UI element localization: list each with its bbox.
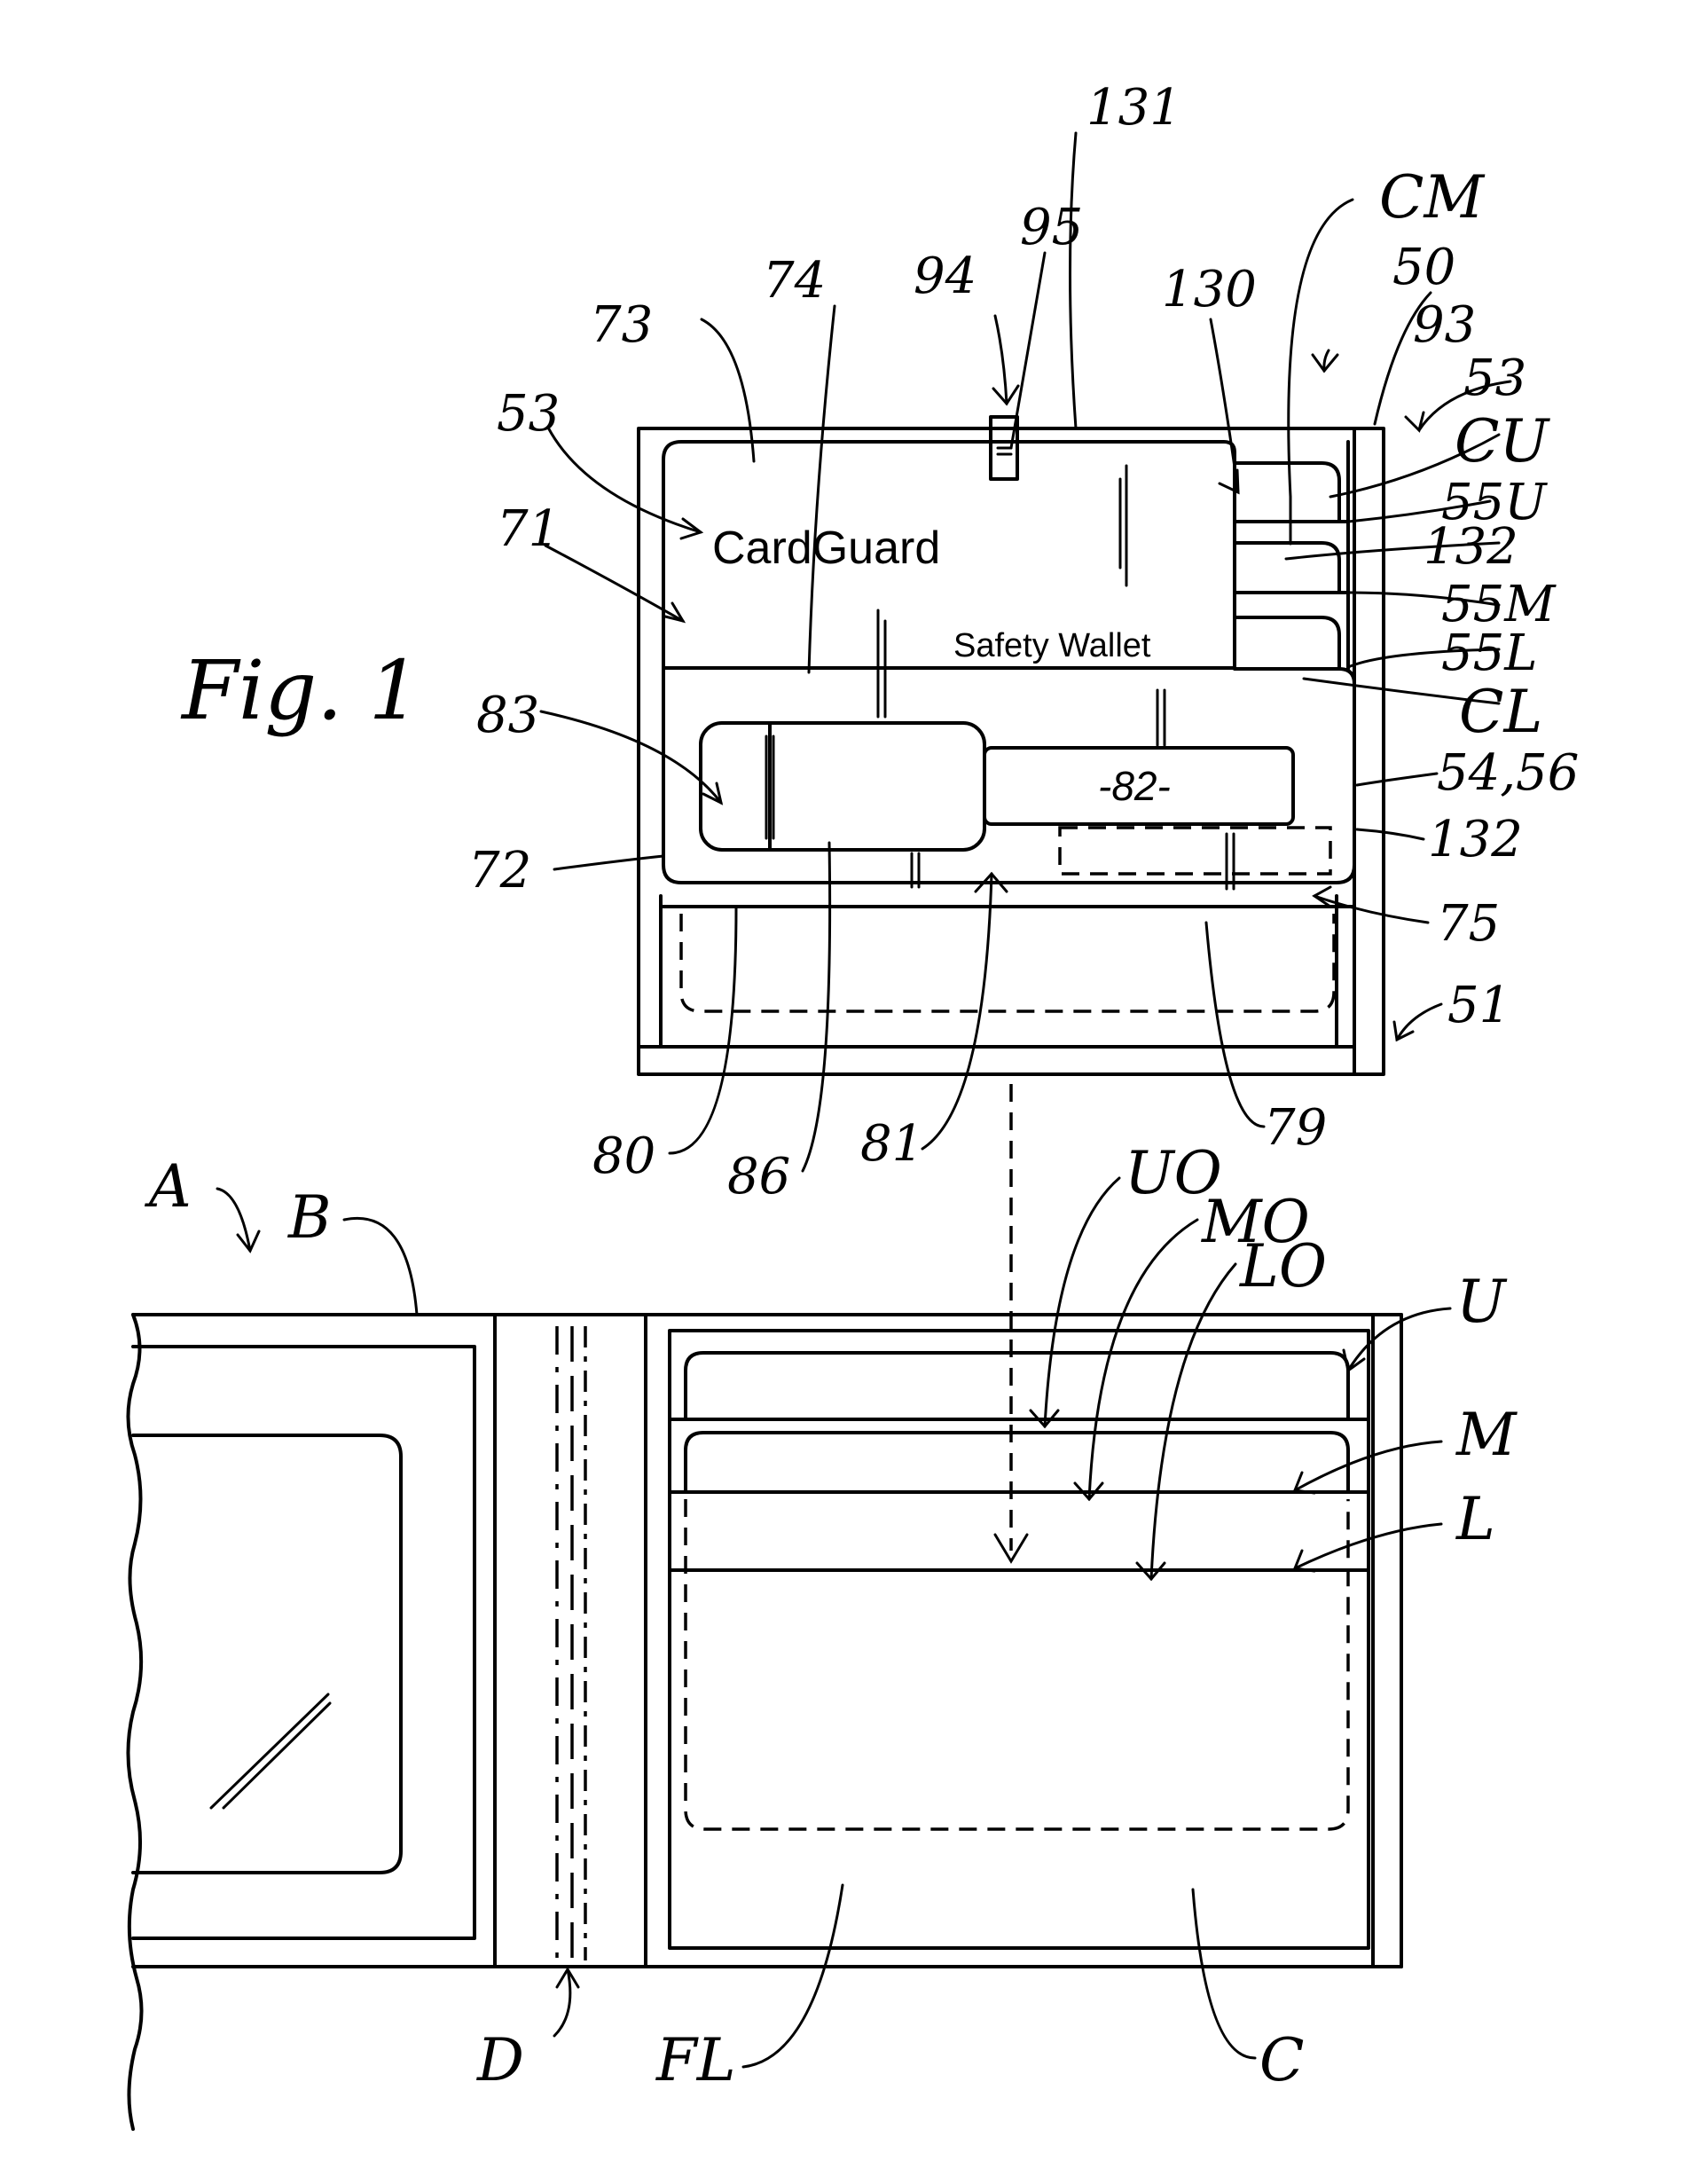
- ref-U: U: [1456, 1268, 1508, 1336]
- card-holder-assembly: -82- CardGuard Safety Wallet: [639, 417, 1384, 1074]
- dashed-chip-box: [1060, 828, 1330, 874]
- figure-title: Fig. 1: [180, 643, 420, 738]
- ref-D: D: [476, 2026, 524, 2094]
- ref-50: 50: [1392, 239, 1455, 296]
- ref-72: 72: [468, 842, 531, 900]
- ref-A: A: [144, 1152, 192, 1221]
- pocket-U: [686, 1353, 1348, 1419]
- ref-131: 131: [1086, 79, 1181, 137]
- pocket-upper-edge: [1235, 463, 1339, 522]
- brand-tagline: Safety Wallet: [953, 627, 1151, 664]
- id-window: [133, 1435, 401, 1873]
- ref-CU: CU: [1455, 407, 1550, 475]
- dashed-card-lower: [681, 914, 1334, 1011]
- ref-C: C: [1259, 2026, 1305, 2094]
- window-83: [701, 723, 984, 850]
- inserted-card-dashed: [686, 1499, 1348, 1829]
- pocket-lower-edge: [1235, 617, 1339, 669]
- ref-80: 80: [592, 1127, 655, 1185]
- wallet-assembly: [128, 1315, 1401, 2129]
- ref-75: 75: [1437, 895, 1500, 953]
- pocket-panel-C: [670, 1331, 1369, 1948]
- ref-86: 86: [727, 1148, 790, 1206]
- card-number-label: -82-: [1098, 763, 1171, 809]
- ref-55L: 55L: [1441, 625, 1537, 682]
- ref-79: 79: [1264, 1099, 1327, 1157]
- ref-FL: FL: [655, 2026, 736, 2094]
- ref-CL: CL: [1459, 678, 1542, 746]
- id-glare-a: [211, 1694, 328, 1808]
- ref-130: 130: [1162, 261, 1257, 318]
- pocket-middle-edge: [1235, 543, 1339, 593]
- ref-81: 81: [860, 1115, 923, 1173]
- ref-51: 51: [1447, 977, 1510, 1034]
- ref-L: L: [1455, 1485, 1495, 1553]
- ref-53-right: 53: [1463, 350, 1526, 407]
- ref-132-top: 132: [1424, 518, 1518, 576]
- ref-132-bottom: 132: [1428, 811, 1523, 868]
- ref-95: 95: [1020, 199, 1083, 256]
- ref-71: 71: [497, 500, 560, 558]
- ref-M: M: [1455, 1401, 1518, 1469]
- ref-LO: LO: [1239, 1232, 1327, 1300]
- ref-73: 73: [590, 296, 653, 354]
- ref-93: 93: [1413, 296, 1476, 354]
- reference-labels: 131 CM 95 94 74 130 50 73 93 53 53 CU 55…: [144, 79, 1579, 2094]
- ref-54-56: 54,56: [1437, 744, 1579, 802]
- ref-B: B: [287, 1183, 332, 1252]
- id-glare-b: [224, 1703, 330, 1808]
- ref-CM: CM: [1379, 163, 1485, 232]
- fold-stitching: [557, 1326, 585, 1960]
- ref-83: 83: [476, 687, 539, 744]
- ref-53-left: 53: [497, 385, 560, 443]
- brand-name: CardGuard: [712, 522, 940, 574]
- ref-94: 94: [914, 247, 976, 305]
- ref-74: 74: [763, 252, 826, 310]
- pocket-M: [686, 1433, 1348, 1492]
